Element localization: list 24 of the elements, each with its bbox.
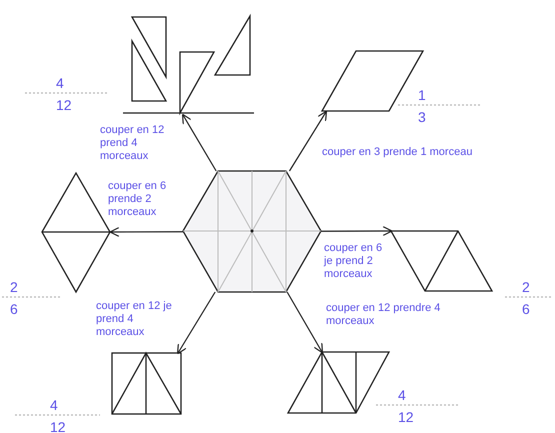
arrow (110, 226, 183, 238)
arrow (288, 110, 328, 172)
fraction-number: 12 (56, 98, 72, 112)
fraction-number: 6 (522, 302, 530, 316)
fraction-number: 12 (398, 410, 414, 424)
arrow (321, 226, 392, 236)
fraction-number: 4 (56, 76, 64, 90)
fraction-number: 2 (10, 280, 18, 294)
fraction-number: 3 (418, 110, 426, 124)
fraction-number: 1 (418, 88, 426, 102)
arrow (286, 292, 324, 354)
arrow (176, 292, 216, 354)
fraction-number: 12 (50, 420, 66, 433)
fraction-number: 6 (10, 302, 18, 316)
edge-label: couper en 12 je prend 4 morceaux (96, 300, 173, 339)
fraction-number: 2 (522, 280, 530, 294)
edge-label: couper en 3 prende 1 morceau (322, 146, 474, 159)
edge-label: couper en 6 je prend 2 morceaux (324, 242, 384, 281)
edge-label: couper en 12 prendre 4 morceaux (326, 302, 442, 328)
arrow (182, 114, 217, 172)
edge-label: couper en 12 prend 4 morceaux (100, 124, 166, 163)
fraction-number: 4 (398, 388, 406, 402)
edge-label: couper en 6 prende 2 morceaux (108, 180, 168, 219)
fraction-number: 4 (50, 398, 58, 412)
